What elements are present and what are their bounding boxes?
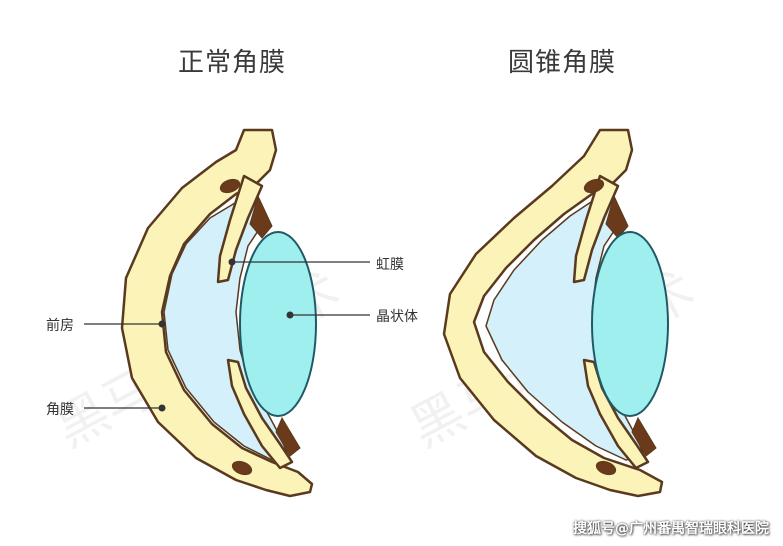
leader-lens-dot [286, 311, 294, 319]
leader-iris-dot [228, 258, 236, 266]
normal-cornea-title: 正常角膜 [178, 48, 287, 78]
normal-ciliary-top [249, 194, 273, 239]
normal-iris-upper [216, 174, 264, 284]
source-credit: 搜狐号@广州番禺智瑞眼科医院 [573, 521, 769, 537]
normal-eye [120, 128, 317, 498]
lens-label: 晶状体 [376, 309, 418, 325]
leader-anterior-chamber-dot [158, 320, 166, 328]
keratoconus-ciliary-bottom [631, 416, 657, 457]
keratoconus-iris-upper [572, 174, 620, 284]
keratoconus-eye [442, 128, 669, 498]
normal-pigment-dot-top [219, 178, 241, 194]
cornea-label: 角膜 [46, 402, 74, 418]
leader-cornea-dot [158, 404, 166, 412]
normal-iris-lower [226, 358, 294, 470]
keratoconus-pigment-dot-bottom [595, 460, 617, 476]
keratoconus-pigment-dot-top [583, 178, 605, 194]
iris-label: 虹膜 [376, 257, 404, 273]
normal-ciliary-bottom [275, 416, 301, 457]
normal-pigment-dot-bottom [231, 460, 253, 476]
keratoconus-lens [591, 231, 669, 417]
normal-cornea-band [120, 128, 314, 498]
keratoconus-title: 圆锥角膜 [508, 48, 617, 78]
leader-lines [84, 258, 370, 412]
anterior-chamber-label: 前房 [46, 318, 74, 334]
normal-lens [239, 231, 317, 417]
keratoconus-cornea-band [442, 128, 664, 498]
